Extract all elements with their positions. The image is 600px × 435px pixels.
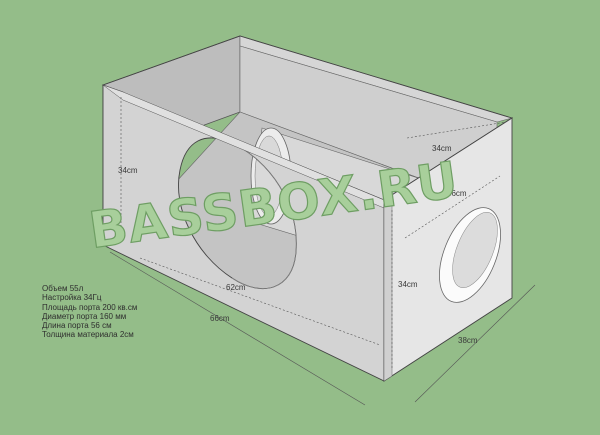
dim-outer-depth: 38cm: [458, 336, 478, 345]
outer-dimension-lines: [109, 251, 536, 406]
dim-right-inner: 36cm: [447, 189, 467, 198]
spec-tuning: Настройка 34Гц: [42, 293, 102, 303]
spec-volume: Объем 55л: [42, 284, 84, 293]
right-panel-edge: [383, 194, 393, 382]
spec-port-area: Площадь порта 200 кв.см: [42, 302, 138, 312]
spec-material-thickness: Толщина материала 2см: [42, 330, 134, 340]
specs-list: Объем 55л Настройка 34Гц Площадь порта 2…: [42, 284, 137, 340]
dim-outer-width: 66cm: [210, 314, 230, 323]
dim-inner-width: 62cm: [226, 283, 246, 292]
dim-top-depth: 34cm: [432, 144, 452, 153]
dim-right-height: 34cm: [398, 280, 418, 289]
spec-port-length: Длина порта 56 см: [42, 321, 112, 331]
dimension-lines: [120, 97, 507, 370]
spec-port-diameter: Диаметр порта 160 мм: [42, 311, 127, 321]
dim-left-height: 34cm: [118, 166, 138, 175]
right-port-inner: [452, 212, 498, 288]
